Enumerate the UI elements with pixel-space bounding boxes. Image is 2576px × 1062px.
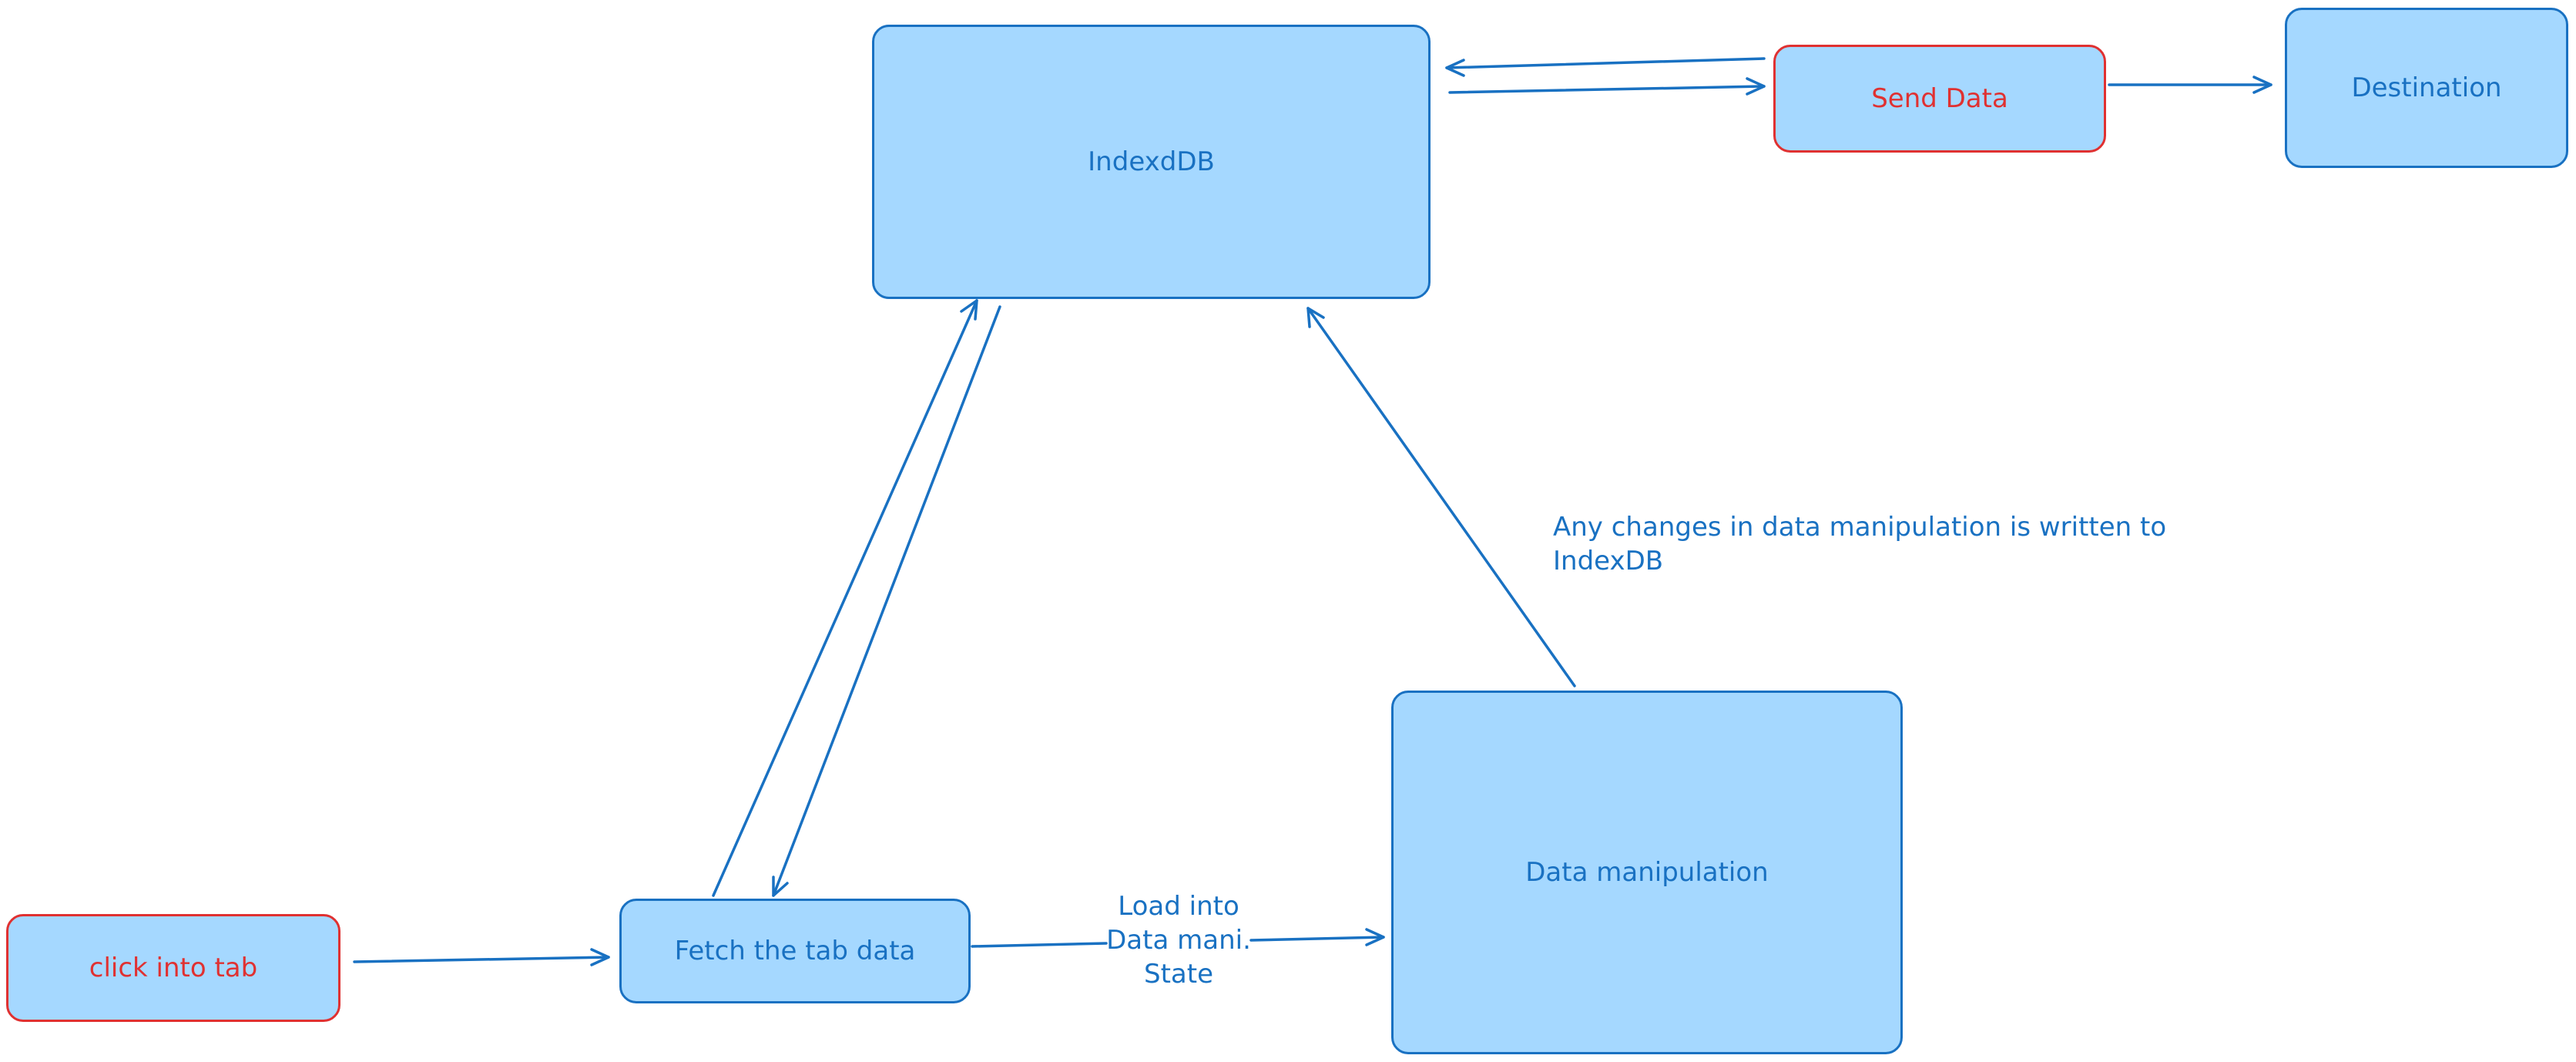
send-data-label: Send Data [1871,82,2008,114]
write-back-annotation-line-2: IndexDB [1553,546,1664,576]
write-back-annotation: Any changes in data manipulation is writ… [1553,510,2166,578]
arrow-fetch-to-data-manipulation [971,928,1385,948]
write-back-annotation-line-1: Any changes in data manipulation is writ… [1553,512,2167,543]
arrow-click-into-tab-to-fetch [353,948,610,966]
load-annotation: Load into Data mani. State [1103,889,1254,991]
arrow-fetch-to-indexeddb [712,299,978,897]
load-annotation-line-3: State [1144,959,1213,990]
arrow-send-data-to-indexeddb [1445,57,1766,77]
fetch-tab-data-box[interactable]: Fetch the tab data [619,899,971,1003]
arrow-indexeddb-to-fetch [772,305,1001,897]
data-manipulation-box[interactable]: Data manipulation [1391,691,1903,1054]
send-data-box[interactable]: Send Data [1773,45,2106,153]
arrow-send-data-to-destination [2108,76,2272,94]
destination-box[interactable]: Destination [2285,8,2568,168]
arrow-indexeddb-to-send-data [1448,77,1766,96]
data-manipulation-label: Data manipulation [1525,856,1769,888]
indexeddb-box[interactable]: IndexdDB [872,25,1431,299]
indexeddb-label: IndexdDB [1088,146,1215,177]
arrow-data-manipulation-to-indexeddb [1306,307,1576,687]
destination-label: Destination [2351,72,2502,103]
click-into-tab-box[interactable]: click into tab [6,914,340,1022]
click-into-tab-label: click into tab [89,952,258,983]
load-annotation-line-1: Load into [1118,891,1239,922]
fetch-tab-data-label: Fetch the tab data [674,935,916,966]
load-annotation-line-2: Data mani. [1106,925,1251,956]
